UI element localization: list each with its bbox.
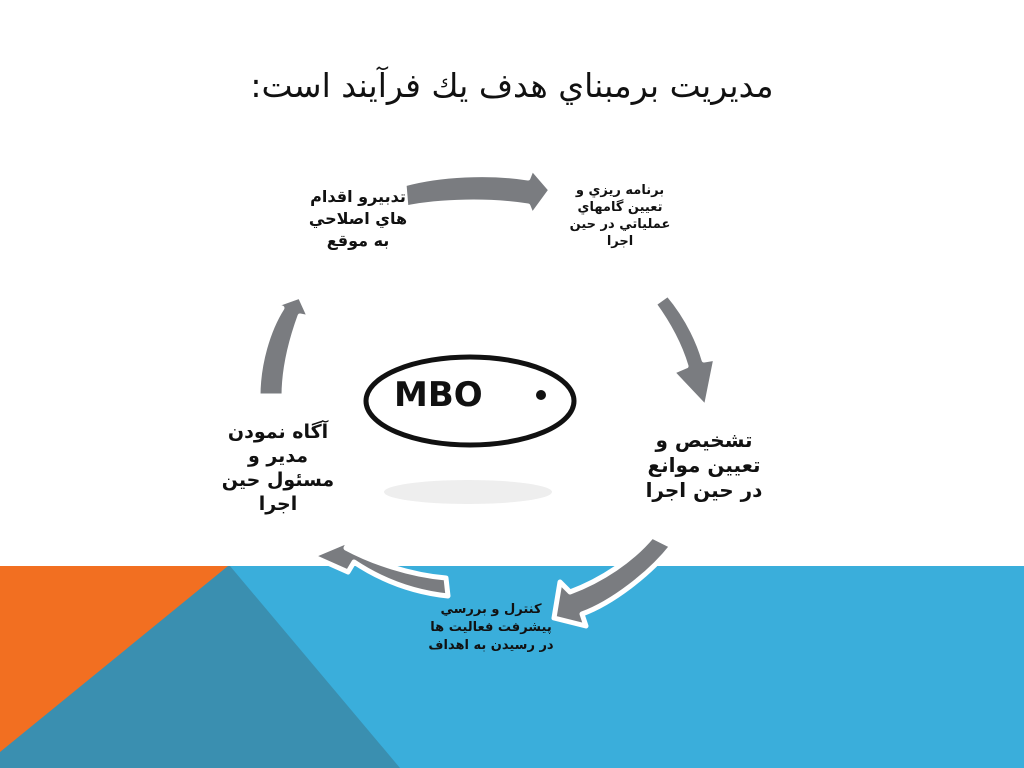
node-line: هاي اصلاحي <box>308 209 408 228</box>
arrow-top <box>401 165 554 219</box>
arrow-left <box>255 293 313 399</box>
node-line: پيشرفت فعاليت ها <box>430 620 552 635</box>
node-corrective-action: تدبيرو اقدام هاي اصلاحي به موقع <box>286 186 430 252</box>
node-line: تشخيص و <box>655 428 753 452</box>
node-line: مدير و <box>247 445 309 467</box>
slide-title: مديريت برمبناي هدف يك فرآيند است: <box>250 66 774 105</box>
arrow-right <box>651 291 719 411</box>
ellipse-shadow <box>384 480 552 504</box>
node-control-review: كنترل و بررسي پيشرفت فعاليت ها در رسيدن … <box>408 601 574 655</box>
node-planning: برنامه ريزي و تعيين گامهاي عملياتي در حي… <box>556 182 684 250</box>
bullet-dot <box>536 390 546 400</box>
node-line: كنترل و بررسي <box>440 602 542 617</box>
arrow-bottom-left <box>309 537 451 599</box>
mbo-label: MBO <box>394 375 483 415</box>
bottom-orange-triangle <box>0 566 228 752</box>
mbo-ellipse <box>363 354 577 448</box>
node-awareness: آگاه نمودن مدير و مسئول حين اجرا <box>206 420 350 516</box>
arrow-bottom-right <box>551 533 675 629</box>
node-line: اجرا <box>606 234 634 249</box>
node-line: مسئول حين <box>221 469 335 491</box>
node-line: آگاه نمودن <box>227 421 329 443</box>
node-line: به موقع <box>326 231 390 250</box>
node-line: در رسيدن به اهداف <box>428 638 554 653</box>
node-obstacles: تشخيص و تعيين موانع در حين اجرا <box>626 428 782 503</box>
node-line: اجرا <box>258 493 298 515</box>
node-line: تعيين موانع <box>647 453 761 477</box>
node-line: تعيين گامهاي <box>577 200 663 215</box>
node-line: عملياتي در حين <box>569 217 671 232</box>
node-line: در حين اجرا <box>645 478 763 502</box>
node-line: تدبيرو اقدام <box>310 187 406 206</box>
node-line: برنامه ريزي و <box>575 183 665 198</box>
